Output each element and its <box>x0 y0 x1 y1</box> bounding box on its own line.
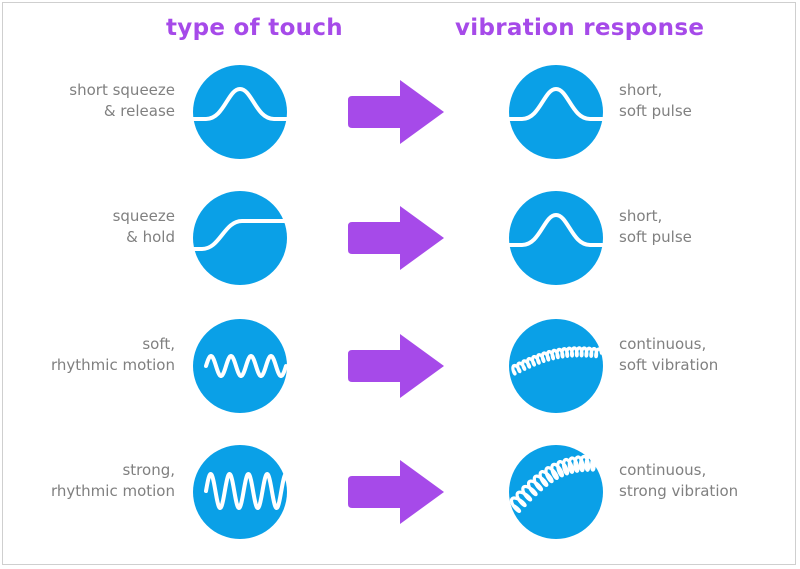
response-label: short, soft pulse <box>619 81 692 120</box>
step-wave-icon <box>191 191 289 285</box>
touch-label: soft, rhythmic motion <box>51 335 175 374</box>
right-arrow-icon <box>348 80 444 144</box>
touch-type-header: type of touch <box>166 15 343 41</box>
right-arrow-icon <box>348 460 444 524</box>
bump-wave-icon <box>507 65 605 159</box>
touch-label: squeeze & hold <box>112 207 175 246</box>
response-label: continuous, soft vibration <box>619 335 719 374</box>
mapping-row-4: strong, rhythmic motion continuous, stro… <box>0 440 800 540</box>
bump-wave-icon <box>191 65 289 159</box>
tall-coil-wave-icon <box>509 445 603 539</box>
mapping-row-2: squeeze & hold short, soft pulse <box>0 186 800 286</box>
mapping-row-3: soft, rhythmic motion continuous, soft v… <box>0 314 800 414</box>
bump-wave-icon <box>507 191 605 285</box>
mapping-row-1: short squeeze & release short, soft puls… <box>0 60 800 160</box>
response-label: continuous, strong vibration <box>619 461 739 500</box>
vibration-response-header: vibration response <box>455 15 705 41</box>
response-label: short, soft pulse <box>619 207 692 246</box>
touch-label: strong, rhythmic motion <box>51 461 175 500</box>
sine-wave-icon <box>193 319 288 413</box>
tall-sine-wave-icon <box>193 445 288 539</box>
right-arrow-icon <box>348 206 444 270</box>
coil-wave-icon <box>509 319 603 413</box>
touch-label: short squeeze & release <box>69 81 175 120</box>
right-arrow-icon <box>348 334 444 398</box>
